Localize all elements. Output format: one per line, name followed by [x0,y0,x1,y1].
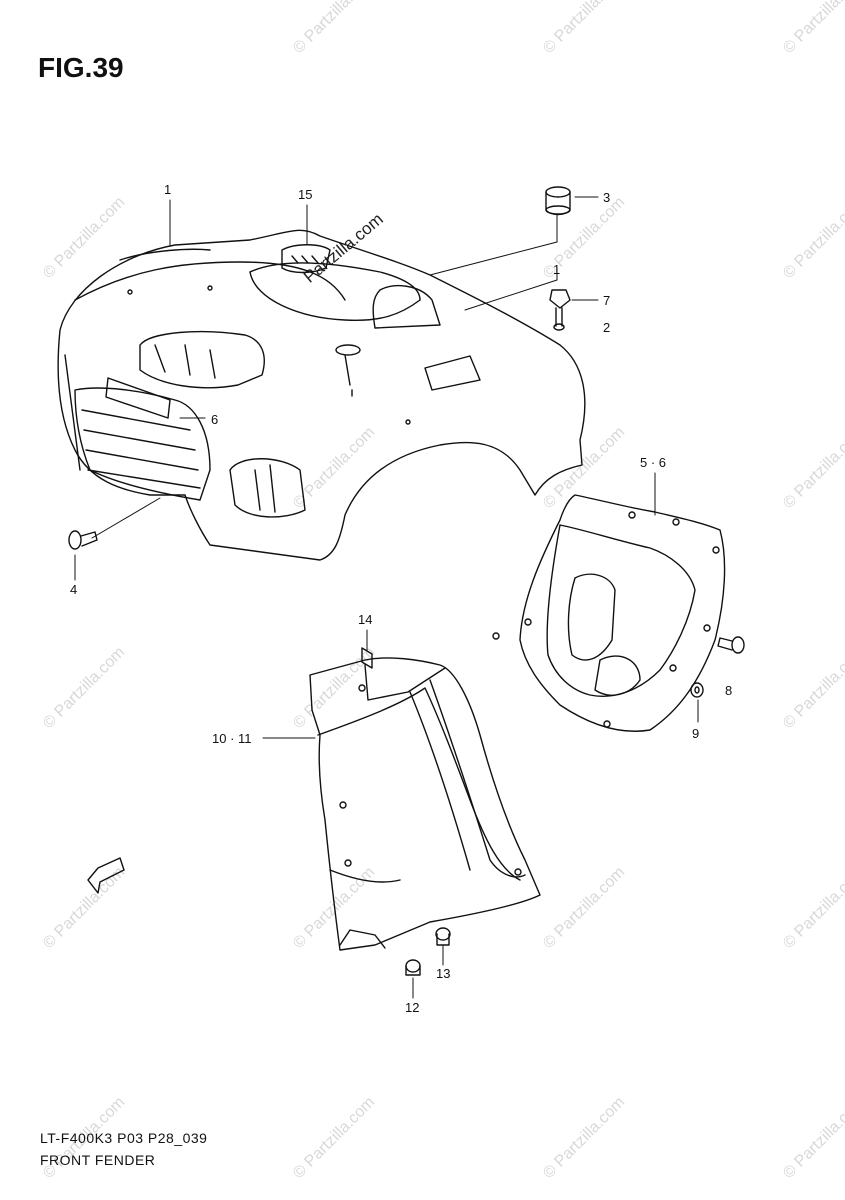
callout-13: 13 [436,966,451,981]
callout-2: 2 [603,320,611,335]
callout-8: 8 [725,683,733,698]
screw-part [68,530,98,550]
callout-12: 12 [405,1000,420,1015]
bolt-part [549,289,571,331]
callout-7: 7 [603,293,611,308]
callout-6: 6 [211,412,219,427]
forward-arrow-icon [87,857,125,894]
grommet-part [545,186,571,216]
callout-14: 14 [358,612,373,627]
leader-lines [74,196,699,999]
clip-part [405,927,451,976]
diagram-code: LT-F400K3 P03 P28_039 [40,1130,208,1146]
side-cover-part [492,494,726,732]
screw-washer-part [690,636,745,698]
callout-5-6: 5 · 6 [640,455,667,470]
callout-1: 1 [164,182,172,197]
inner-fender-part [309,647,541,951]
callout-3: 3 [603,190,611,205]
callout-10-11: 10 · 11 [212,731,252,746]
callout-4: 4 [70,582,78,597]
callout-15: 15 [298,187,313,202]
callout-9: 9 [692,726,700,741]
diagram-name: FRONT FENDER [40,1152,156,1168]
callout-1-secondary: 1 [553,262,561,277]
figure-title: FIG.39 [38,52,124,83]
front-fender-part [57,229,586,561]
